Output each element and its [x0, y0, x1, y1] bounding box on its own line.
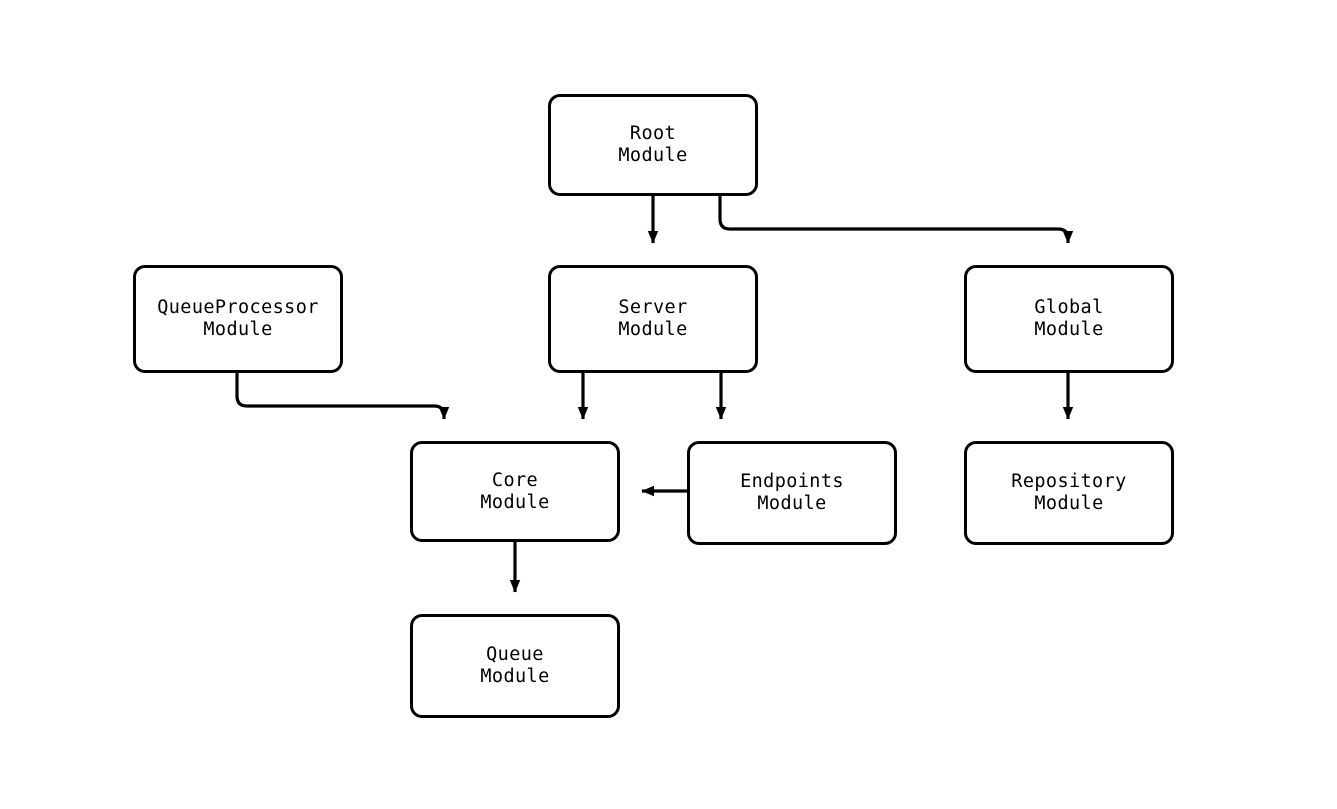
node-queueprocessor-module-label: QueueProcessor Module: [157, 297, 319, 340]
node-root-module-label: Root Module: [618, 123, 688, 166]
node-queue-module[interactable]: Queue Module: [410, 614, 620, 718]
edge-root-to-global: [718, 196, 1074, 244]
node-queue-module-label: Queue Module: [480, 644, 550, 687]
node-core-module-label: Core Module: [480, 469, 550, 513]
node-repository-module-label: Repository Module: [1011, 471, 1127, 514]
node-global-module-label: Global Module: [1034, 297, 1104, 340]
node-server-module-label: Server Module: [618, 297, 688, 340]
node-endpoints-module[interactable]: Endpoints Module: [687, 441, 897, 545]
node-root-module[interactable]: Root Module: [548, 94, 758, 196]
node-server-module[interactable]: Server Module: [548, 265, 758, 373]
edge-queueprocessor-to-core: [235, 373, 450, 420]
node-global-module[interactable]: Global Module: [964, 265, 1174, 373]
node-endpoints-module-label: Endpoints Module: [740, 471, 844, 514]
node-queueprocessor-module[interactable]: QueueProcessor Module: [133, 265, 343, 373]
node-core-module[interactable]: Core Module: [410, 441, 620, 542]
node-repository-module[interactable]: Repository Module: [964, 441, 1174, 545]
